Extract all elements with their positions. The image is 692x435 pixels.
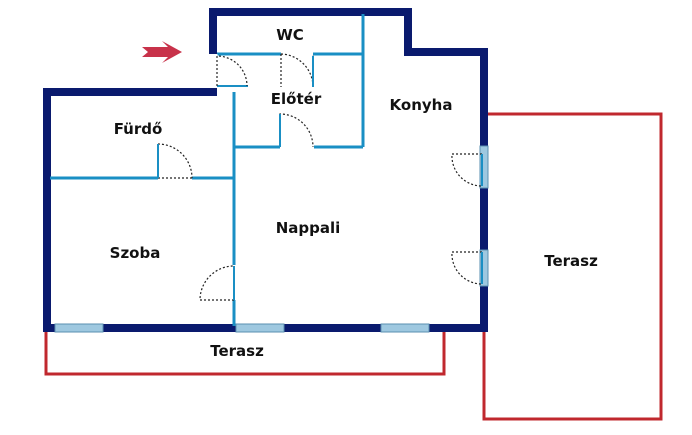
balcony-door-bottom-swing xyxy=(451,251,483,285)
room-label-szoba: Szoba xyxy=(110,244,161,262)
balcony-door-top-swing xyxy=(451,153,483,187)
window-right-bottom xyxy=(479,249,489,287)
room-label-furdo: Fürdő xyxy=(114,120,163,138)
entrance-arrow-icon xyxy=(142,41,182,63)
windows xyxy=(54,145,489,333)
window-bottom-right xyxy=(380,323,430,333)
window-bottom-middle xyxy=(235,323,285,333)
window-right-top xyxy=(479,145,489,189)
room-label-nappali: Nappali xyxy=(276,219,341,237)
room-labels: WC Előtér Konyha Fürdő Nappali Szoba Ter… xyxy=(110,26,598,360)
window-bottom-left xyxy=(54,323,104,333)
room-label-terasz-right: Terasz xyxy=(544,252,598,270)
eloter-door-swing xyxy=(279,113,314,148)
szoba-door-swing xyxy=(199,265,235,301)
room-label-eloter: Előtér xyxy=(271,90,322,108)
room-label-konyha: Konyha xyxy=(390,96,453,114)
doors xyxy=(157,51,483,301)
outer-wall xyxy=(43,8,488,332)
room-label-terasz-bottom: Terasz xyxy=(210,342,264,360)
room-label-wc: WC xyxy=(276,26,304,44)
